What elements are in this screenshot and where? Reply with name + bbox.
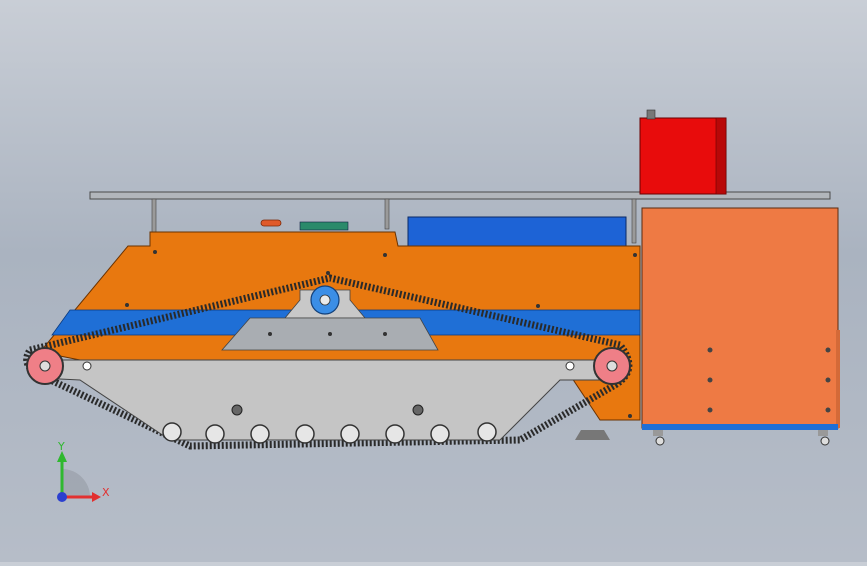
road-wheels	[162, 422, 497, 444]
side-box-bolts	[707, 347, 831, 413]
caster-right	[818, 430, 830, 446]
frame-hole-left	[231, 404, 243, 416]
brush	[575, 430, 610, 440]
axis-triad	[57, 451, 101, 502]
control-board	[299, 221, 349, 231]
track-belt	[23, 274, 633, 450]
handle-knob	[260, 219, 282, 227]
side-box	[641, 207, 839, 429]
hull-bolts	[125, 250, 637, 418]
axis-y-label: Y	[58, 440, 65, 453]
deck-post-left	[151, 198, 157, 233]
rear-sprocket	[26, 347, 64, 385]
side-box-bottom-strip	[642, 424, 838, 430]
top-deck-plate	[89, 191, 831, 200]
deck-holes	[268, 332, 387, 336]
caster-left	[653, 430, 665, 446]
battery-box	[639, 117, 727, 195]
deck-post-right	[631, 198, 637, 244]
suspension-frame	[39, 359, 618, 441]
front-sprocket	[593, 347, 631, 385]
frame-hole-right	[412, 404, 424, 416]
deck-post-mid	[384, 198, 390, 230]
top-idler-hub	[319, 294, 331, 306]
frame-pin-right	[565, 361, 575, 371]
battery-side	[715, 117, 727, 195]
axis-x-label: X	[102, 486, 110, 499]
frame-pin-left	[82, 361, 92, 371]
blue-enclosure	[407, 216, 627, 248]
battery-cap	[646, 109, 656, 120]
side-box-step	[836, 330, 840, 428]
